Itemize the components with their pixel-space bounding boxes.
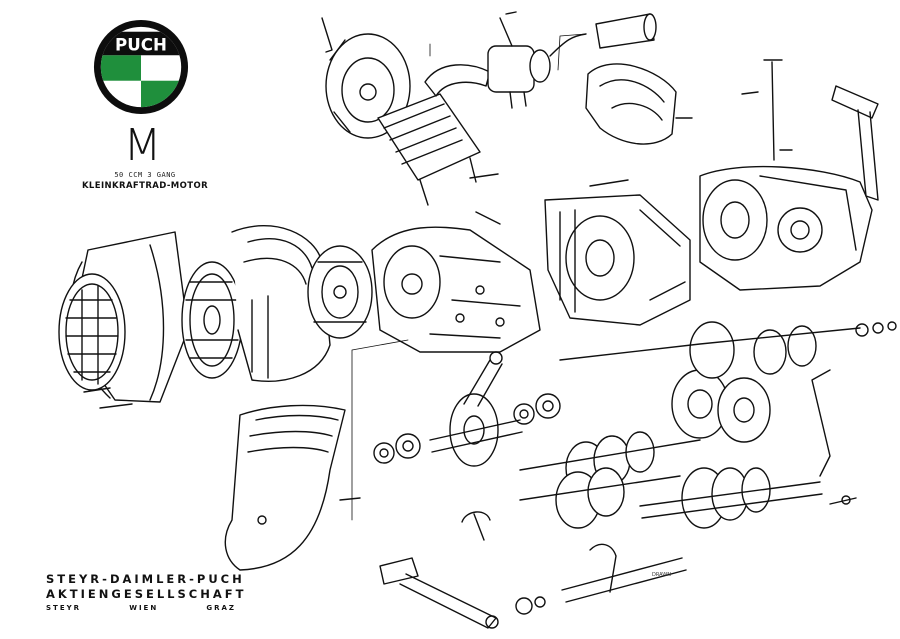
cooling-shroud: [231, 225, 331, 382]
transmission-gears: [519, 321, 861, 529]
ignition-rotor: [321, 17, 411, 139]
washers-right: [829, 321, 897, 505]
logo-text: PUCH: [115, 35, 167, 54]
drawn-stamp: DRAWN: [652, 572, 671, 578]
shift-lever: [379, 557, 499, 629]
gear-housing: [544, 194, 691, 326]
carburettor: [487, 11, 587, 109]
engine-spec: 50 CCM 3 GANG: [114, 171, 176, 179]
leader-lines: [351, 33, 587, 521]
bearings-row: [373, 393, 561, 464]
intake-pipe: [424, 64, 491, 97]
crankcase-left: [371, 226, 541, 353]
city-steyr: STEYR: [46, 604, 82, 612]
model-letter: M: [123, 120, 162, 171]
flywheel: [181, 261, 243, 379]
engine-title: KLEINKRAFTRAD-MOTOR: [81, 181, 209, 191]
city-wien: WIEN: [129, 604, 159, 612]
stator-plate: [307, 245, 373, 339]
company-cities: STEYR WIEN GRAZ: [46, 604, 236, 612]
company-line-2: AKTIENGESELLSCHAFT: [46, 587, 247, 601]
city-graz: GRAZ: [206, 604, 236, 612]
selector-shaft: [461, 511, 687, 615]
lower-cover: [224, 404, 346, 571]
bolts: [83, 91, 793, 501]
crankcase-right: [699, 165, 873, 291]
crankshaft: [429, 351, 523, 467]
company-line-1: STEYR-DAIMLER-PUCH: [46, 572, 245, 586]
fan-cover: [58, 231, 189, 403]
company-block: STEYR-DAIMLER-PUCH AKTIENGESELLSCHAFT: [46, 572, 246, 602]
air-filter-tube: [595, 13, 657, 49]
clutch-assembly: [639, 369, 831, 529]
kickstart-lever: [763, 59, 879, 201]
puch-logo: PUCH: [93, 19, 189, 115]
air-intake-cover: [585, 63, 677, 145]
cylinder: [377, 93, 481, 206]
